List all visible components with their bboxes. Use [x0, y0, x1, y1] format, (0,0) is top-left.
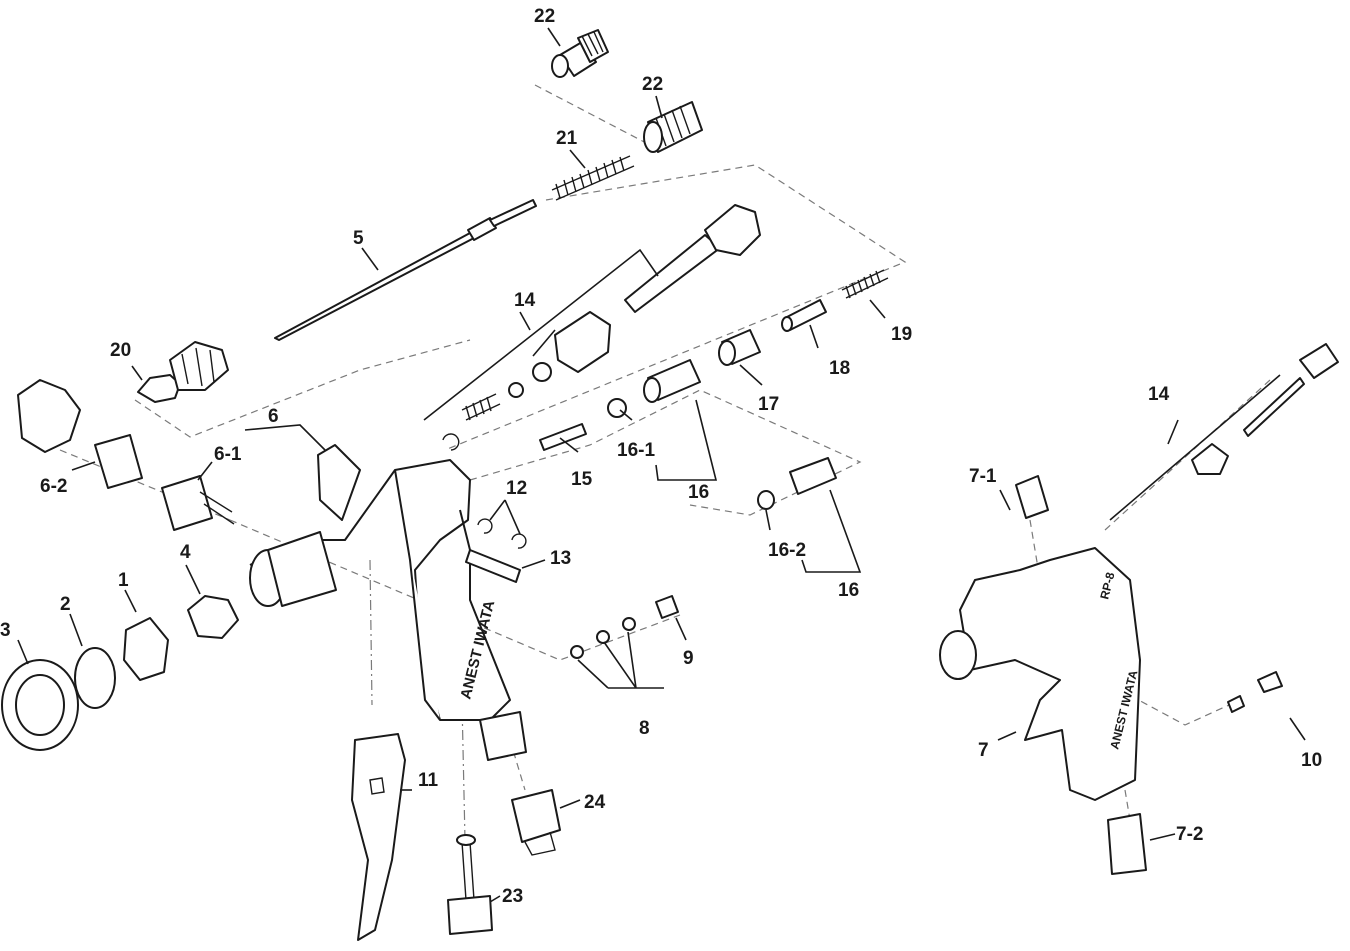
part-labels: 22 22 21 5 20 14 19 18 17 6 6-1 6-2 15 1… [0, 6, 1322, 907]
air-adjusting-valve-part [447, 834, 493, 935]
leader-lines [17, 27, 1306, 903]
trigger-part [351, 733, 406, 941]
return-spring-part [841, 269, 889, 299]
part-label-3: 3 [0, 620, 11, 641]
adjusting-knob-part [551, 29, 609, 78]
part-label-2: 2 [60, 594, 71, 615]
part-label-14: 14 [514, 290, 536, 311]
assembly-guides [59, 84, 1271, 841]
part-label-6: 6 [268, 406, 279, 427]
part-label-16-b: 16 [838, 580, 859, 601]
part-label-22-b: 22 [642, 74, 663, 95]
part-label-15: 15 [571, 469, 593, 490]
part-label-16-a: 16 [688, 482, 709, 503]
mini-gun-body: ANEST IWATA RP-8 [939, 343, 1339, 875]
part-label-7-1: 7-1 [969, 466, 997, 487]
part-label-12: 12 [506, 478, 527, 499]
part-label-22-a: 22 [534, 6, 555, 27]
part-label-23: 23 [502, 886, 523, 907]
part-label-9: 9 [683, 648, 694, 669]
part-label-16-2: 16-2 [768, 540, 806, 561]
paint-nozzle-part [137, 341, 229, 403]
part-label-4: 4 [180, 542, 191, 563]
spray-gun-body: ANEST IWATA [249, 444, 527, 761]
valve-nut-part [718, 329, 761, 366]
part-label-6-2: 6-2 [40, 476, 67, 497]
fluid-needle-part [274, 199, 537, 341]
part-label-7-2: 7-2 [1176, 824, 1203, 845]
part-label-20: 20 [110, 340, 131, 361]
air-joint-part [511, 789, 561, 856]
cup-joint-part [17, 379, 235, 531]
part-label-13: 13 [550, 548, 571, 569]
model-text: RP-8 [1097, 570, 1117, 600]
part-label-21: 21 [556, 128, 578, 149]
part-label-24: 24 [584, 792, 606, 813]
packing-set-part [570, 595, 679, 659]
pattern-adjust-assembly-part [442, 204, 761, 451]
part-label-7: 7 [978, 740, 989, 761]
air-valve-part [539, 359, 837, 510]
part-label-16-1: 16-1 [617, 440, 655, 461]
part-label-5: 5 [353, 228, 364, 249]
trigger-pin-part [465, 518, 527, 583]
air-cap-assembly-part [1, 595, 239, 751]
part-label-8: 8 [639, 718, 650, 739]
part-label-19: 19 [891, 324, 912, 345]
part-label-11: 11 [418, 770, 439, 791]
part-label-10: 10 [1301, 750, 1322, 771]
valve-pin-part [781, 299, 827, 332]
part-label-6-1: 6-1 [214, 444, 242, 465]
needle-spring-part [551, 155, 635, 201]
part-label-1: 1 [118, 570, 129, 591]
part-label-17: 17 [758, 394, 779, 415]
part-label-14-mini: 14 [1148, 384, 1170, 405]
part-label-18: 18 [829, 358, 850, 379]
threaded-bushing-part [643, 101, 703, 153]
